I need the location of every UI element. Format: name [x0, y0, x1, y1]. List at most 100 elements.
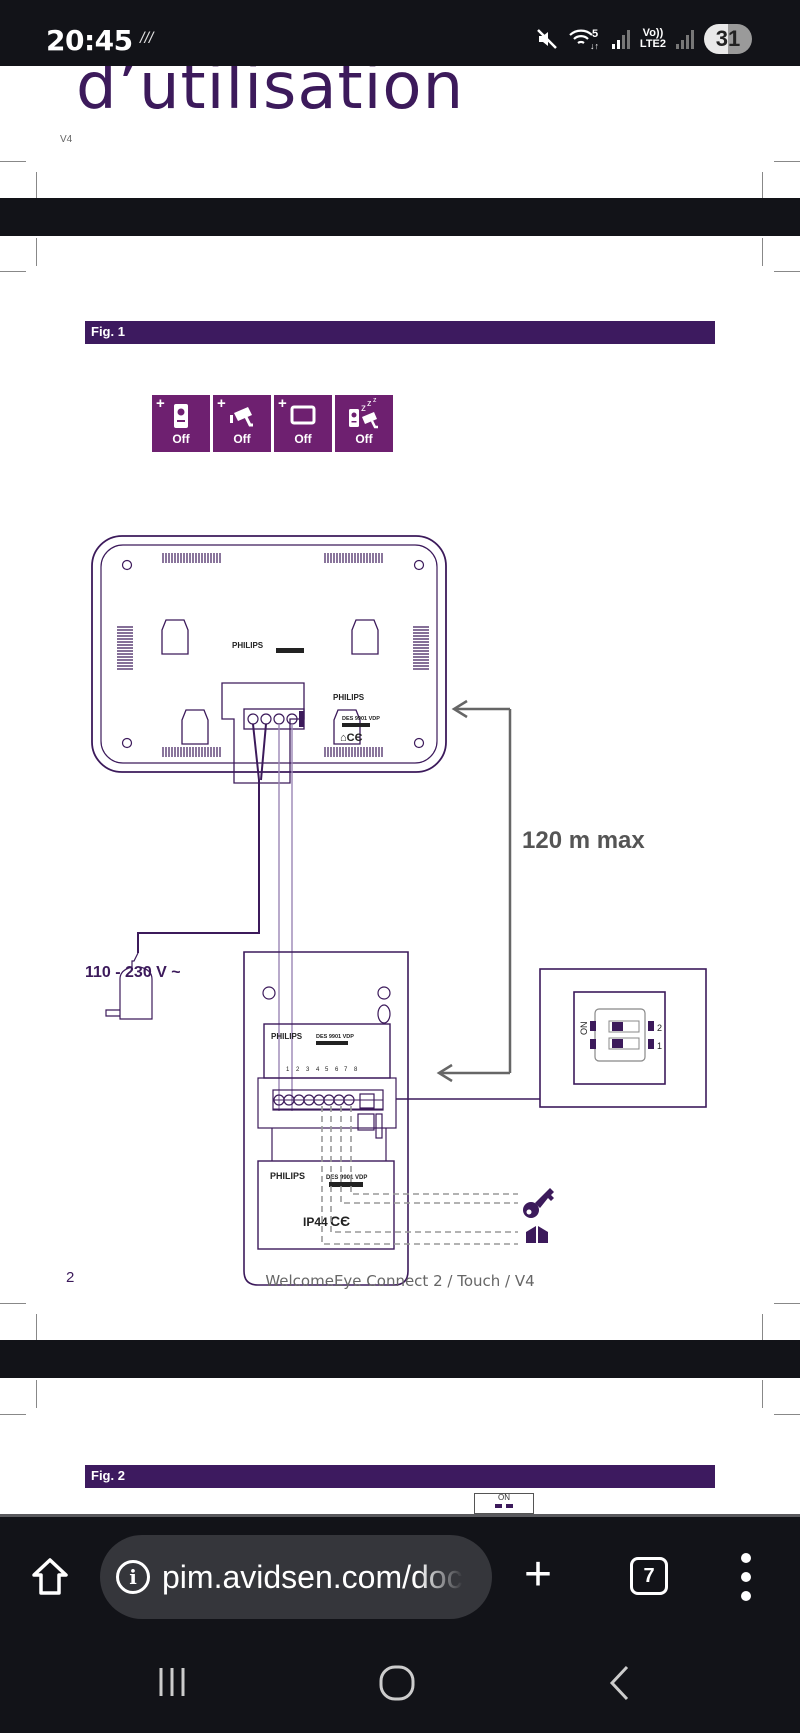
plus-label: +: [156, 395, 165, 412]
back-icon: [609, 1665, 629, 1701]
dip-on-label: ON: [579, 1022, 589, 1036]
dip-number-1: 1: [657, 1041, 662, 1051]
outdoor-brand-label: PHILIPS: [270, 1171, 305, 1181]
page-number: 2: [66, 1269, 75, 1286]
clock: 20:45: [46, 24, 133, 57]
ce-mark: ⌂CЄ: [340, 732, 363, 744]
mode-tile-monitor: + Off: [274, 395, 332, 452]
camera-icon: [213, 403, 271, 434]
volte-label: Vo)): [642, 27, 664, 39]
mute-icon: [536, 28, 558, 50]
svg-text:z: z: [373, 397, 377, 404]
address-bar[interactable]: i pim.avidsen.com/doc: [100, 1535, 492, 1619]
status-icons: 5↓↑ Vo))LTE2 31: [536, 24, 752, 54]
dip-number-2: 2: [657, 1023, 662, 1033]
monitor-brand-label: PHILIPS: [333, 693, 365, 702]
svg-text:6: 6: [335, 1067, 339, 1073]
version-tag: V4: [60, 134, 73, 145]
monitor-brand: PHILIPS: [232, 641, 264, 650]
svg-text:z: z: [361, 403, 366, 414]
distance-label: 120 m max: [522, 827, 645, 854]
home-button[interactable]: [28, 1555, 72, 1599]
ip-rating: IP44: [303, 1215, 328, 1229]
svg-text:2: 2: [296, 1067, 300, 1073]
crop-mark: [762, 1314, 763, 1342]
monitor-label-bar: [276, 648, 304, 653]
svg-text:8: 8: [354, 1067, 358, 1073]
home-icon: [32, 1558, 68, 1595]
document-title: d’utilisation: [76, 66, 465, 124]
crop-mark: [762, 238, 763, 266]
svg-text:7: 7: [344, 1067, 348, 1073]
battery-indicator: 31: [704, 24, 752, 54]
crop-mark: [774, 161, 800, 162]
crop-mark: [36, 172, 37, 200]
home-nav-button[interactable]: [378, 1664, 416, 1707]
dip-knob: [495, 1504, 502, 1508]
wifi-icon: 5↓↑: [568, 27, 602, 51]
outdoor-brand: PHILIPS: [271, 1032, 303, 1041]
wiring-diagram: PHILIPS PHILIPS DES 9901 VDP ⌂CЄ: [91, 535, 707, 1286]
plus-label: +: [278, 395, 287, 412]
url-text[interactable]: pim.avidsen.com/doc: [162, 1558, 463, 1595]
system-navigation-bar: [0, 1634, 800, 1733]
monitor-model-label: DES 9901 VDP: [342, 716, 380, 722]
svg-text:z: z: [367, 398, 372, 408]
mode-tile-camera: + Off: [213, 395, 271, 452]
distance-arrow: [436, 699, 512, 1083]
more-menu-button[interactable]: [740, 1553, 752, 1601]
svg-text:3: 3: [306, 1067, 310, 1073]
mode-status: Off: [233, 432, 251, 446]
signal-strength-2-icon: [676, 29, 694, 49]
signal-strength-1-icon: [611, 29, 630, 49]
power-adapter: [105, 952, 153, 1020]
new-tab-button[interactable]: +: [524, 1548, 553, 1601]
plus-label: +: [217, 395, 226, 412]
crop-mark: [0, 271, 26, 272]
terminal-number-labels: 1 2 3 4 5 6 7 8: [286, 1067, 358, 1073]
page-separator: [0, 1340, 800, 1378]
door-station-icon: [152, 403, 210, 434]
recent-apps-button[interactable]: [155, 1664, 191, 1705]
bus-cable: [278, 724, 293, 1111]
volte-icon: Vo))LTE2: [640, 28, 666, 50]
svg-text:4: 4: [316, 1067, 320, 1073]
outdoor-model: DES 9901 VDP: [316, 1034, 354, 1040]
mode-status: Off: [172, 432, 190, 446]
gate-icon: [526, 1226, 548, 1243]
browser-toolbar: i pim.avidsen.com/doc + 7: [0, 1514, 800, 1634]
dip-switch-inset: [396, 968, 707, 1108]
mode-tile-door-station: + Off: [152, 395, 210, 452]
status-bar: 20:45 /// 5↓↑ Vo))LTE2 31: [0, 0, 800, 66]
crop-mark: [0, 1414, 26, 1415]
crop-mark: [774, 1414, 800, 1415]
pdf-viewer[interactable]: d’utilisation V4 Fig. 1 + Off + Off +: [0, 66, 800, 1514]
figure-1-header: Fig. 1: [85, 321, 715, 344]
svg-text:5: 5: [325, 1067, 329, 1073]
lock-gate-wires: [321, 1106, 518, 1245]
tab-switcher-button[interactable]: 7: [630, 1557, 668, 1595]
crop-mark: [36, 1314, 37, 1342]
dip-switch-knobs: [590, 1021, 654, 1049]
page-separator: [0, 198, 800, 236]
mode-status: Off: [355, 432, 373, 446]
back-button[interactable]: [605, 1664, 635, 1707]
recent-apps-icon: [159, 1668, 185, 1696]
monitor-icon: [274, 403, 332, 432]
indoor-monitor: [91, 535, 447, 784]
dip-on-label: ON: [498, 1493, 510, 1502]
figure-2-dip-switch: ON: [474, 1493, 534, 1514]
lock-icon: [523, 1188, 554, 1218]
lte-label: LTE2: [639, 38, 666, 50]
crop-mark: [0, 161, 26, 162]
site-info-icon[interactable]: i: [116, 1560, 150, 1594]
crop-mark: [774, 271, 800, 272]
voltage-label: 110 - 230 V ~: [85, 964, 181, 981]
figure-2-header: Fig. 2: [85, 1465, 715, 1488]
home-circle-icon: [379, 1665, 415, 1701]
mode-status: Off: [294, 432, 312, 446]
crop-mark: [774, 1303, 800, 1304]
